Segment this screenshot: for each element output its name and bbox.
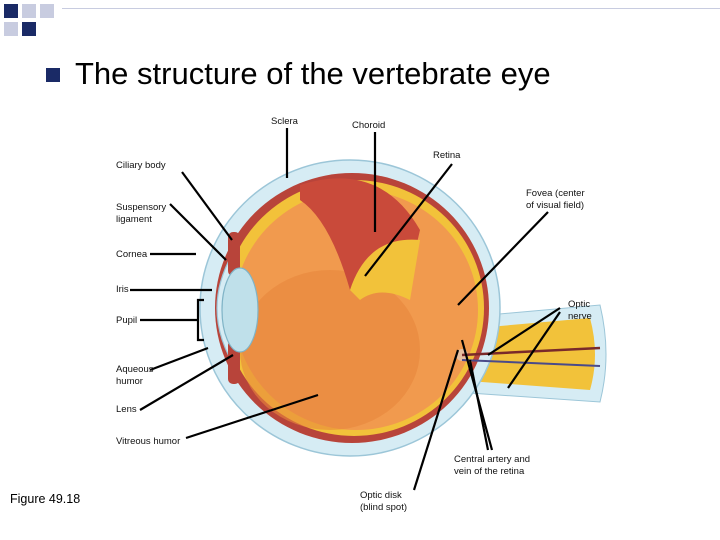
label-aqueous-line2: humor (116, 376, 143, 388)
leader-ciliary (182, 172, 232, 240)
leader-suspensory (170, 204, 226, 260)
label-optic-nerve-line1: Optic (568, 299, 590, 311)
label-suspensory-line1: Suspensory (116, 202, 166, 214)
label-optic-nerve-line2: nerve (568, 311, 592, 323)
label-lens: Lens (116, 404, 137, 416)
label-fovea-line1: Fovea (center (526, 188, 585, 200)
label-fovea-line2: of visual field) (526, 200, 584, 212)
label-retina: Retina (433, 150, 460, 162)
figure-label: Figure 49.18 (10, 492, 80, 506)
label-pupil: Pupil (116, 315, 137, 327)
label-cornea: Cornea (116, 249, 147, 261)
label-sclera: Sclera (271, 116, 298, 128)
label-central-artery-line2: vein of the retina (454, 466, 524, 478)
label-optic-disk-line2: (blind spot) (360, 502, 407, 514)
label-choroid: Choroid (352, 120, 385, 132)
lens-shape (222, 268, 258, 352)
leader-aqueous (150, 348, 208, 370)
label-ciliary-body: Ciliary body (116, 160, 166, 172)
vitreous-shade (240, 270, 420, 430)
label-iris: Iris (116, 284, 129, 296)
label-vitreous-humor: Vitreous humor (116, 436, 180, 448)
label-aqueous-line1: Aqueous (116, 364, 154, 376)
label-central-artery-line1: Central artery and (454, 454, 530, 466)
label-suspensory-line2: ligament (116, 214, 152, 226)
label-optic-disk-line1: Optic disk (360, 490, 402, 502)
